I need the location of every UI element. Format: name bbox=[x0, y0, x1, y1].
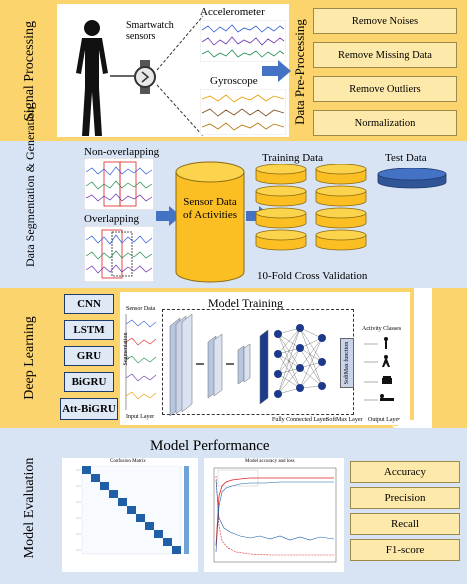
metric-recall: Recall bbox=[350, 513, 460, 535]
model-gru: GRU bbox=[64, 346, 114, 366]
confusion-matrix-title: Confusion Matrix bbox=[110, 459, 146, 464]
human-figure-icon bbox=[76, 20, 108, 136]
accelerometer-waveform bbox=[200, 20, 286, 62]
curve-title: Model accuracy and loss bbox=[245, 459, 295, 464]
model-att-bigru: Att-BiGRU bbox=[60, 398, 118, 420]
segmentation-vertical-label: Segmentation bbox=[123, 332, 129, 366]
test-data-label: Test Data bbox=[385, 152, 427, 164]
fc-layer-label: Fully Connected Layer bbox=[272, 417, 328, 423]
sensor-dashed-lines bbox=[156, 15, 204, 137]
sensor-data-cylinder-label: Sensor Data of Activities bbox=[182, 196, 238, 221]
model-lstm: LSTM bbox=[64, 320, 114, 340]
preprocessing-title: Data Pre-Processing bbox=[292, 19, 307, 125]
overlapping-plot bbox=[84, 226, 154, 282]
output-layer-label: Output Layer bbox=[368, 417, 401, 423]
evaluation-title: Model Evaluation bbox=[22, 457, 37, 559]
non-overlapping-plot bbox=[84, 158, 154, 210]
model-performance-title: Model Performance bbox=[150, 438, 270, 454]
input-layer-label: Input Layer bbox=[126, 414, 155, 420]
deep-learning-title: Deep Learning bbox=[22, 316, 37, 400]
right-connector-bar bbox=[414, 288, 432, 428]
metric-f1-score: F1-score bbox=[350, 539, 460, 561]
gyroscope-waveform bbox=[200, 89, 286, 135]
arrow-to-preprocessing bbox=[262, 60, 291, 82]
training-cylinders bbox=[255, 164, 367, 251]
step-remove-missing-data: Remove Missing Data bbox=[313, 42, 457, 68]
segmentation-title-text: Data Segmentation & Generation bbox=[23, 106, 37, 267]
wrist-connector bbox=[110, 75, 134, 77]
smartwatch-sensors-label: Smartwatch sensors bbox=[126, 20, 174, 42]
model-cnn: CNN bbox=[64, 294, 114, 314]
step-remove-outliers: Remove Outliers bbox=[313, 76, 457, 102]
metric-precision: Precision bbox=[350, 487, 460, 509]
activity-icons bbox=[364, 337, 394, 401]
overlapping-label: Overlapping bbox=[84, 213, 139, 225]
cnn-feature-maps bbox=[169, 313, 269, 416]
sensor-data-small-label: Sensor Data bbox=[126, 306, 156, 312]
softmax-box bbox=[340, 338, 354, 388]
step-remove-noises: Remove Noises bbox=[313, 8, 457, 34]
smartwatch-icon bbox=[134, 60, 156, 94]
softmax-layer-label: SoftMax Layer bbox=[326, 417, 363, 423]
softmax-box-label: SoftMax function bbox=[344, 341, 350, 385]
fully-connected-network bbox=[274, 324, 326, 398]
arrow-to-sensor-data bbox=[156, 206, 181, 226]
cross-validation-label: 10-Fold Cross Validation bbox=[257, 270, 368, 282]
metric-accuracy: Accuracy bbox=[350, 461, 460, 483]
training-data-label: Training Data bbox=[262, 152, 324, 164]
step-normalization: Normalization bbox=[313, 110, 457, 136]
accelerometer-label: Accelerometer bbox=[200, 6, 265, 18]
segmentation-title: Data Segmentation & Generation bbox=[23, 107, 37, 267]
model-bigru: BiGRU bbox=[64, 372, 114, 392]
activity-classes-label: Activity Classes bbox=[362, 326, 402, 332]
accuracy-loss-curves bbox=[213, 467, 337, 563]
test-data-cylinder bbox=[377, 168, 447, 189]
model-training-title: Model Training bbox=[208, 296, 284, 310]
confusion-matrix-grid bbox=[76, 466, 189, 555]
non-overlapping-label: Non-overlapping bbox=[84, 146, 160, 158]
sensor-data-cylinder bbox=[175, 161, 245, 283]
input-signal-plot bbox=[125, 314, 157, 410]
gyroscope-label: Gyroscope bbox=[210, 75, 258, 87]
